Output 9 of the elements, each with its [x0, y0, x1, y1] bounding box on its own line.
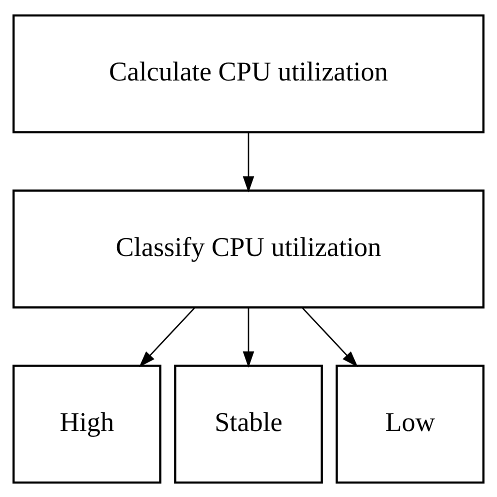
arrow [302, 306, 358, 367]
node-box: Classify CPU utilization [12, 189, 485, 308]
arrow [242, 307, 254, 368]
node-box: Calculate CPU utilization [12, 14, 485, 133]
arrow [242, 132, 254, 192]
node-box: Low [336, 364, 485, 484]
node-box: High [12, 364, 162, 484]
node-box: Stable [174, 364, 323, 484]
arrow [139, 306, 196, 367]
